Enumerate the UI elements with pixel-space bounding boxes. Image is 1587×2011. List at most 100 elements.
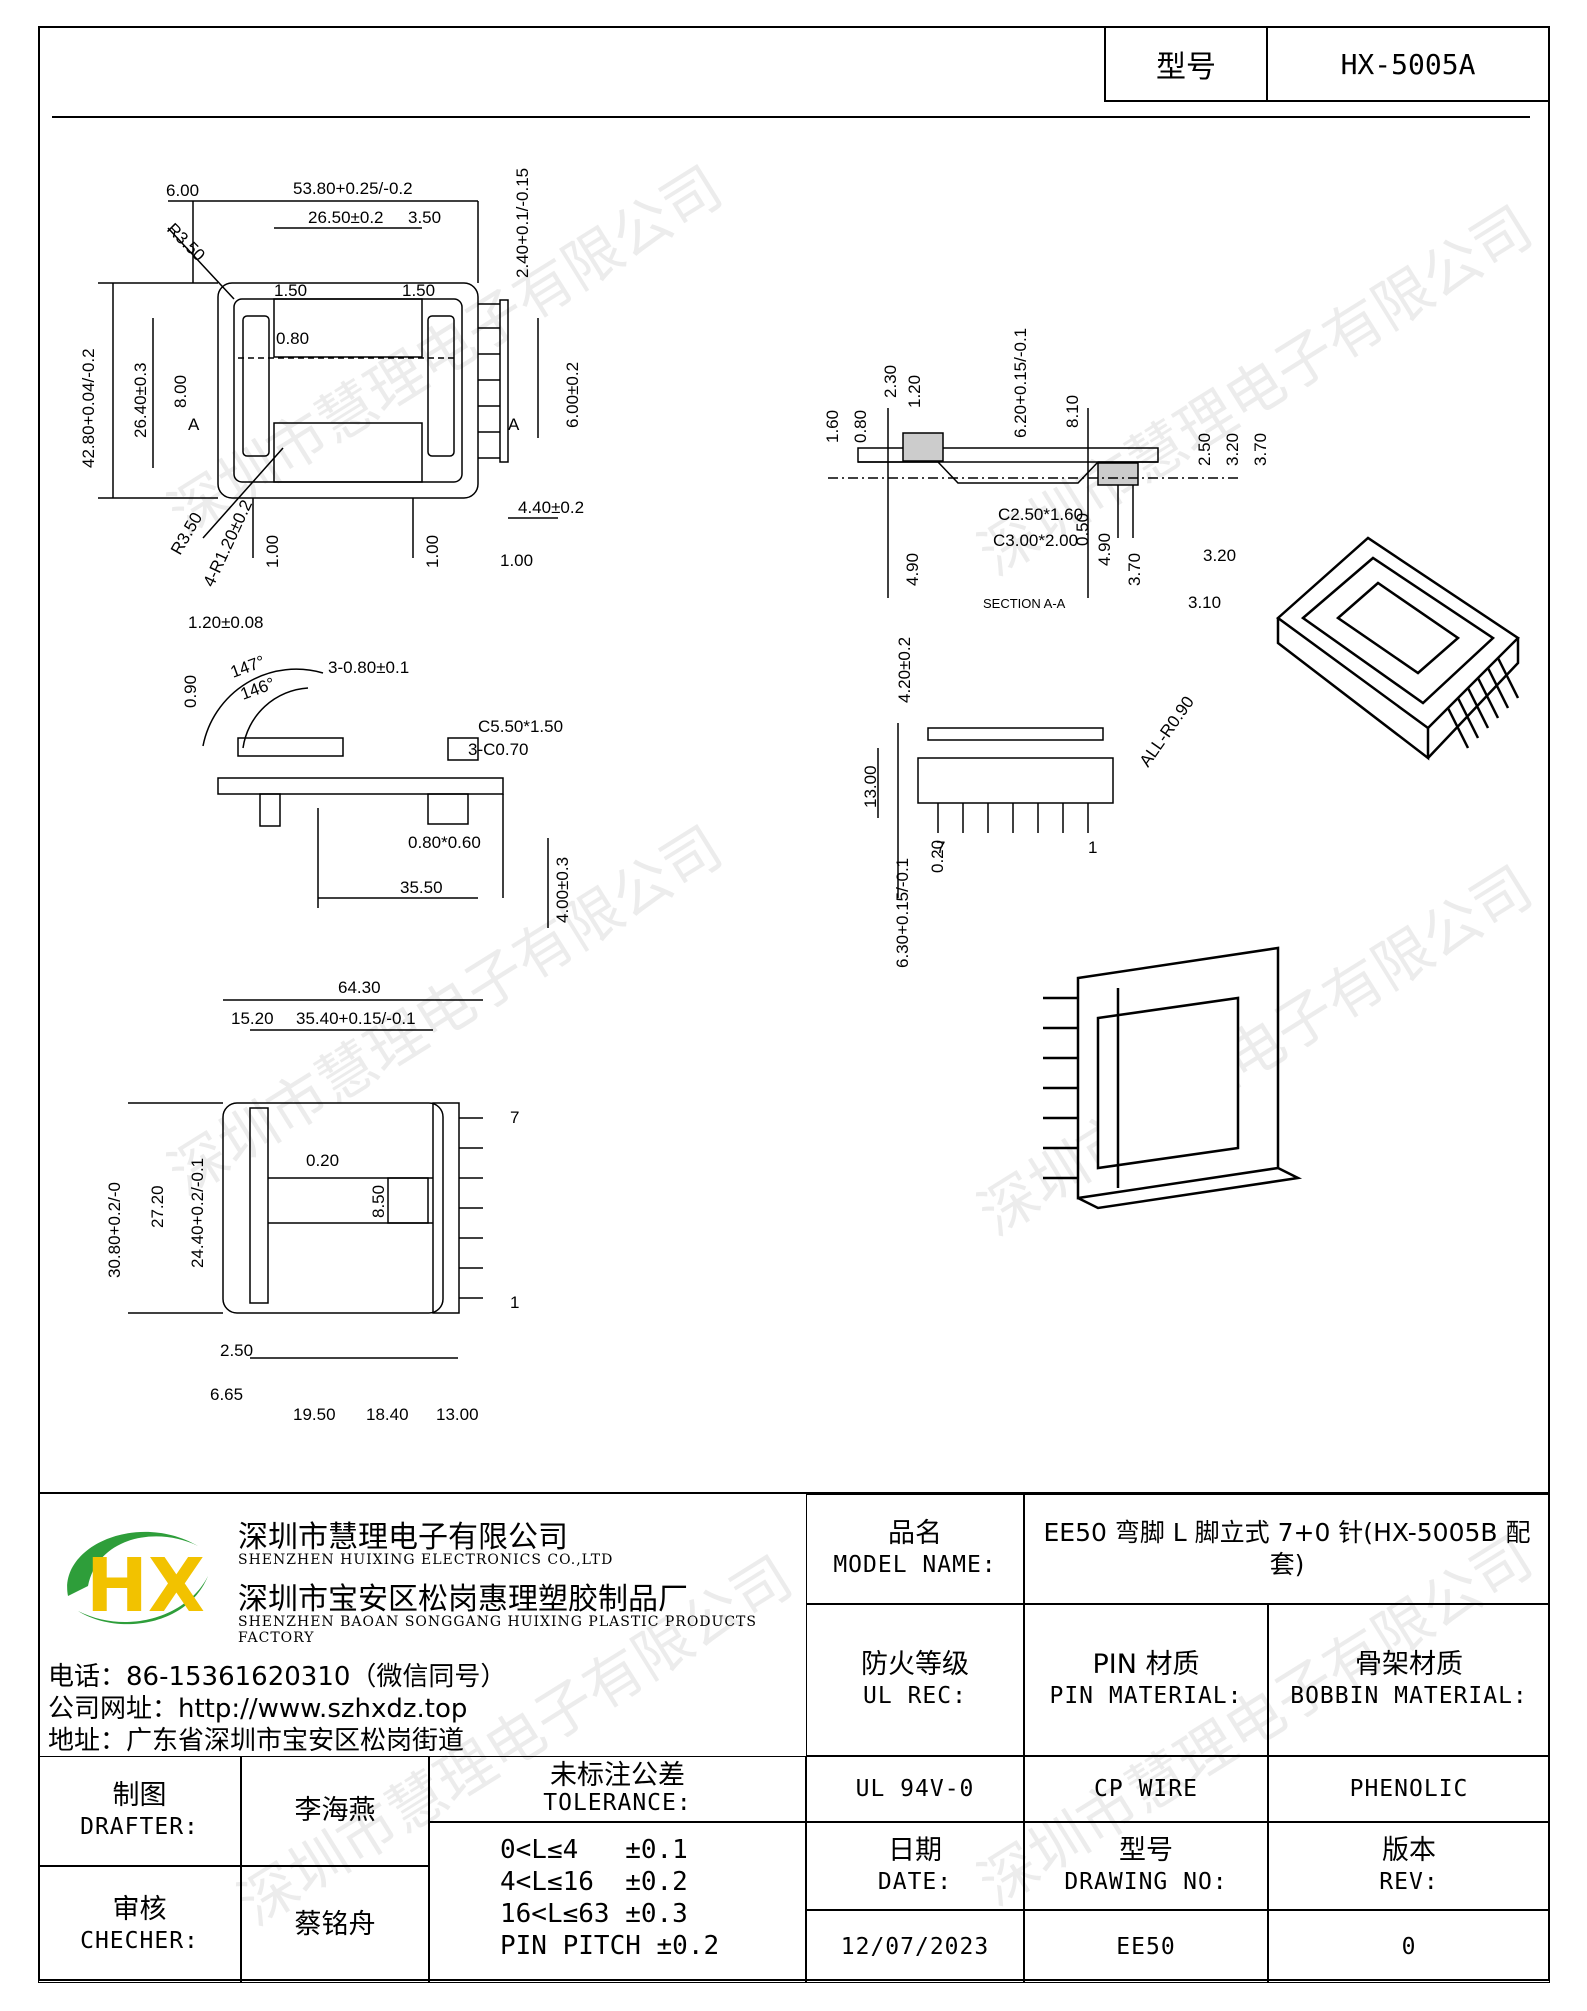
checker-value: 蔡铭舟 — [241, 1866, 429, 1983]
drafter-value: 李海燕 — [241, 1756, 429, 1866]
tolerance-line: PIN PITCH ±0.2 — [500, 1931, 720, 1961]
dim-text: 18.40 — [366, 1405, 409, 1424]
dim-text: 146° — [238, 674, 278, 704]
dim-text: 1.20±0.08 — [188, 613, 264, 632]
model-header-box: 型号 HX-5005A — [1104, 26, 1550, 102]
dim-text: 0.90 — [181, 675, 200, 708]
model-name-label: 品名 MODEL NAME: — [806, 1494, 1024, 1604]
dim-text: 4.90 — [903, 553, 922, 586]
dim-text: 3.70 — [1125, 553, 1144, 586]
dim-text: 1.60 — [823, 410, 842, 443]
dim-text: 27.20 — [148, 1185, 167, 1228]
top-view-pins — [478, 299, 509, 463]
dim-text: 3.20 — [1203, 546, 1236, 565]
company-name-cn: 深圳市慧理电子有限公司 — [238, 1520, 568, 1555]
dim-text: 3-C0.70 — [468, 740, 528, 759]
front-view-pins — [937, 803, 1089, 833]
drawing-no-label: 型号 DRAWING NO: — [1024, 1822, 1268, 1910]
dim-text: 1.50 — [402, 281, 435, 300]
header-divider — [52, 116, 1530, 118]
technical-drawing: 6.00 53.80+0.25/-0.2 26.50±0.2 3.50 2.40… — [79, 168, 1520, 1424]
dim-text: 0.80*0.60 — [408, 833, 481, 852]
dim-text: 6.20+0.15/-0.1 — [1011, 328, 1030, 438]
dim-text: 2.40+0.1/-0.15 — [513, 168, 532, 278]
section-view: 1.60 0.80 2.30 1.20 6.20+0.15/-0.1 8.10 … — [823, 328, 1270, 612]
rev-value: 0 — [1268, 1910, 1550, 1983]
dim-text: 19.50 — [293, 1405, 336, 1424]
hx-logo-icon: HX — [67, 1531, 208, 1629]
dim-text: 0.80 — [851, 410, 870, 443]
tolerance-line: 0<L≤4 ±0.1 — [500, 1835, 688, 1865]
checker-label: 审核 CHECHER: — [38, 1866, 241, 1983]
dim-text: A — [188, 415, 200, 434]
dim-text: C2.50*1.60 — [998, 505, 1083, 524]
bobbin-material-value: PHENOLIC — [1268, 1756, 1550, 1822]
model-label: 型号 — [1106, 28, 1268, 100]
ul-value: UL 94V-0 — [806, 1756, 1024, 1822]
dim-text: 1 — [1088, 838, 1097, 857]
dim-text: 6.30+0.15/-0.1 — [893, 858, 912, 968]
dim-text: 13.00 — [436, 1405, 479, 1424]
dim-text: 3.50 — [408, 208, 441, 227]
dim-text: 24.40+0.2/-0.1 — [188, 1158, 207, 1268]
date-label: 日期 DATE: — [806, 1822, 1024, 1910]
dim-text: 1.00 — [423, 535, 442, 568]
dim-text: 4.40±0.2 — [518, 498, 584, 517]
dim-text: 2.50 — [1195, 433, 1214, 466]
front-view: 4.20±0.2 13.00 6.30+0.15/-0.1 0.20 ALL-R… — [861, 637, 1198, 968]
dim-text: R3.50 — [167, 509, 206, 558]
side-view: 1.20±0.08 0.90 147° 146° 3-0.80±0.1 C5.5… — [181, 613, 572, 928]
tolerance-line: 16<L≤63 ±0.3 — [500, 1899, 688, 1929]
company-phone: 电话：86-15361620310（微信同号） — [48, 1662, 507, 1692]
dim-text: R3.50 — [163, 219, 209, 265]
company-name-en: SHENZHEN HUIXING ELECTRONICS CO.,LTD — [238, 1552, 614, 1568]
dim-text: 3.20 — [1223, 433, 1242, 466]
model-value: HX-5005A — [1340, 47, 1476, 81]
dim-text: 1.50 — [274, 281, 307, 300]
factory-name-cn: 深圳市宝安区松岗惠理塑胶制品厂 — [238, 1582, 688, 1617]
dim-text: 53.80+0.25/-0.2 — [293, 179, 413, 198]
dim-text: 8.00 — [171, 375, 190, 408]
drawing-frame — [38, 26, 1550, 1981]
dim-text: 6.00±0.2 — [563, 362, 582, 428]
dim-text: 4.90 — [1095, 533, 1114, 566]
dim-text: 2.30 — [881, 365, 900, 398]
date-value: 12/07/2023 — [806, 1910, 1024, 1983]
dim-text: 4.20±0.2 — [895, 637, 914, 703]
bottom-view-pins — [459, 1117, 483, 1299]
dim-text: 1.00 — [500, 551, 533, 570]
dim-text: 8.50 — [369, 1185, 388, 1218]
section-label: SECTION A-A — [983, 596, 1066, 611]
bobbin-material-label: 骨架材质 BOBBIN MATERIAL: — [1268, 1604, 1550, 1756]
dim-text: 1.20 — [905, 375, 924, 408]
dim-text: 26.50±0.2 — [308, 208, 384, 227]
dim-text: 15.20 — [231, 1009, 274, 1028]
dim-text: 3.70 — [1251, 433, 1270, 466]
dim-text: ALL-R0.90 — [1136, 693, 1198, 770]
isometric-view-2 — [1043, 946, 1303, 1210]
dim-text: 13.00 — [861, 765, 880, 808]
pin-material-label: PIN 材质 PIN MATERIAL: — [1024, 1604, 1268, 1756]
bottom-view: 64.30 15.20 35.40+0.15/-0.1 0.20 8.50 30… — [105, 978, 519, 1424]
tolerance-table: 0<L≤4 ±0.1 4<L≤16 ±0.2 16<L≤63 ±0.3 PIN … — [429, 1822, 806, 1983]
tolerance-label: 未标注公差 TOLERANCE: — [429, 1756, 806, 1822]
dim-text: 3.10 — [1188, 593, 1221, 612]
dim-text: 6.00 — [166, 181, 199, 200]
dim-text: 26.40±0.3 — [131, 362, 150, 438]
logo-text: HX — [86, 1543, 205, 1629]
dim-text: 0.80 — [276, 329, 309, 348]
isometric-view-1 — [1276, 536, 1520, 761]
dim-text: 42.80+0.04/-0.2 — [79, 348, 98, 468]
dim-text: 3-0.80±0.1 — [328, 658, 409, 677]
ul-rec-label: 防火等级 UL REC: — [806, 1604, 1024, 1756]
top-view: 6.00 53.80+0.25/-0.2 26.50±0.2 3.50 2.40… — [79, 168, 584, 590]
dim-text: 35.50 — [400, 878, 443, 897]
dim-text: C3.00*2.00 — [993, 531, 1078, 550]
factory-name-en: SHENZHEN BAOAN SONGGANG HUIXING PLASTIC … — [238, 1614, 757, 1646]
dim-text: 8.10 — [1063, 395, 1082, 428]
company-address: 地址：广东省深圳市宝安区松岗街道 — [48, 1726, 465, 1756]
model-name-value: EE50 弯脚 L 脚立式 7+0 针(HX-5005B 配套) — [1024, 1494, 1550, 1604]
dim-text: 2.50 — [220, 1341, 253, 1360]
title-block: HX 深圳市慧理电子有限公司 SHENZHEN HUIXING ELECTRON… — [38, 1492, 1550, 1983]
dim-text: 1 — [510, 1293, 519, 1312]
